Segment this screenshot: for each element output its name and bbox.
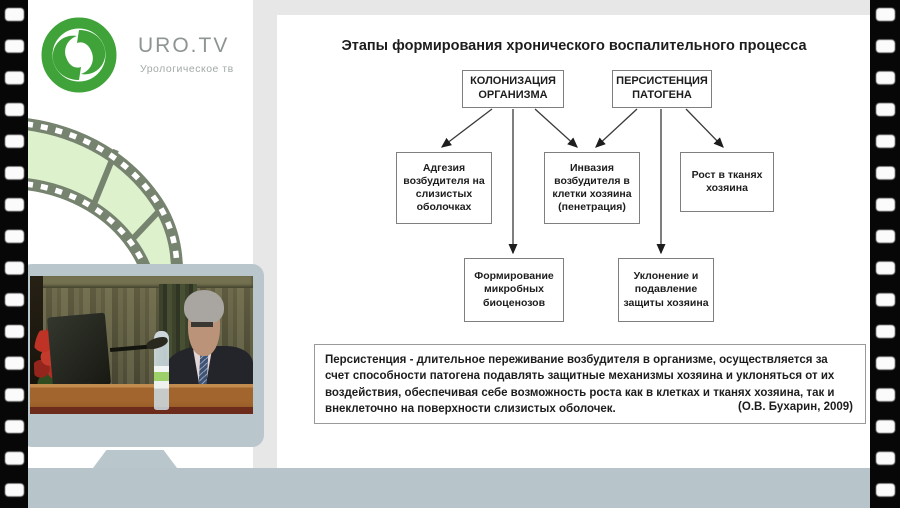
node-tissue-growth: Рост в тканях хозяина	[680, 152, 774, 212]
film-strip-left-icon	[0, 0, 28, 508]
monitor-stand	[93, 450, 177, 468]
node-biocenosis: Формирование микробных биоценозов	[464, 258, 564, 322]
monitor-base-band	[0, 468, 900, 508]
citation: (О.В. Бухарин, 2009)	[738, 400, 853, 413]
curtain-valance	[30, 276, 253, 289]
slide-title: Этапы формирования хронического воспалит…	[341, 38, 807, 54]
node-adhesion: Адгезия возбудителя на слизистых оболочк…	[396, 152, 492, 224]
node-persistence: ПЕРСИСТЕНЦИЯ ПАТОГЕНА	[612, 70, 712, 108]
slide-top-margin	[253, 0, 900, 15]
channel-tagline: Урологическое тв	[140, 63, 234, 75]
channel-name: URO.TV	[138, 34, 230, 57]
film-strip-right-icon	[870, 0, 900, 508]
speaker-video	[30, 276, 253, 414]
speaker-hair	[184, 290, 224, 325]
water-bottle	[153, 331, 170, 410]
monitor-frame	[20, 264, 264, 447]
definition-note: Персистенция - длительное переживание во…	[314, 344, 866, 424]
node-colonization: КОЛОНИЗАЦИЯ ОРГАНИЗМА	[462, 70, 564, 108]
definition-text: Персистенция - длительное переживание во…	[325, 354, 835, 415]
node-evasion: Уклонение и подавление защиты хозяина	[618, 258, 714, 322]
speaker-glasses	[190, 321, 213, 327]
node-invasion: Инвазия возбудителя в клетки хозяина (пе…	[544, 152, 640, 224]
uro-tv-logo-icon	[41, 17, 117, 93]
podium-trim	[30, 407, 253, 414]
